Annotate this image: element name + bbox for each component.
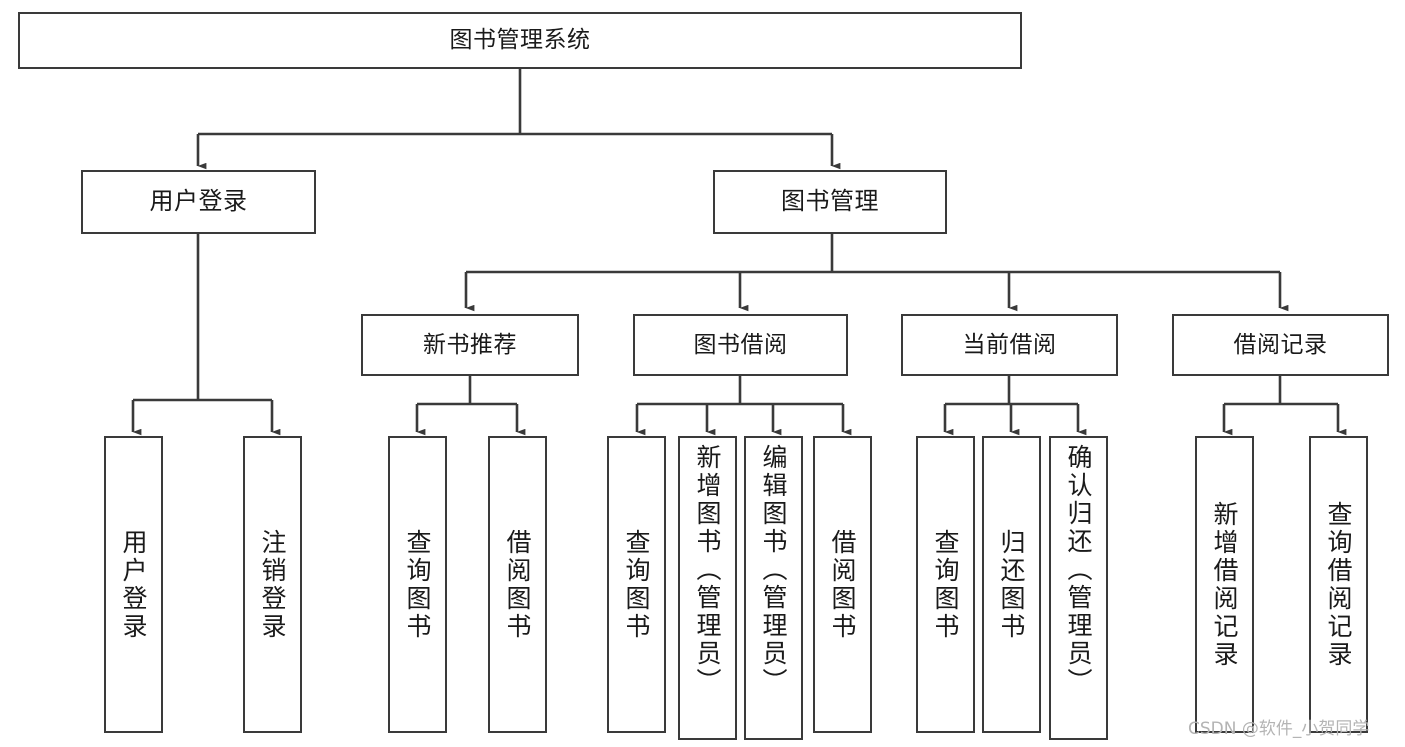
node-label: 用户登录 (119, 528, 148, 641)
node-leaf-bookborrow-add-book-admin[interactable]: 新增图书（管理员） (678, 436, 737, 740)
watermark-text: CSDN @软件_小贺同学 (1188, 719, 1370, 739)
node-leaf-newbook-borrow-book[interactable]: 借阅图书 (488, 436, 547, 733)
node-leaf-user-login-signout[interactable]: 注销登录 (243, 436, 302, 733)
node-label: 当前借阅 (962, 331, 1057, 358)
node-label: 查询图书 (931, 528, 960, 641)
node-root-book-management-system[interactable]: 图书管理系统 (18, 12, 1022, 69)
node-leaf-bookborrow-query-book[interactable]: 查询图书 (607, 436, 666, 733)
node-new-book-recommend[interactable]: 新书推荐 (361, 314, 579, 376)
node-label: 归还图书 (997, 528, 1026, 641)
node-label: 确认归还（管理员） (1064, 444, 1093, 696)
node-label: 查询图书 (622, 528, 651, 641)
node-label: 图书管理 (781, 187, 879, 216)
node-label: 编辑图书（管理员） (759, 444, 788, 696)
node-label: 查询借阅记录 (1324, 500, 1353, 669)
node-label: 图书借阅 (693, 331, 788, 358)
node-leaf-bookborrow-borrow-book[interactable]: 借阅图书 (813, 436, 872, 733)
node-label: 新书推荐 (423, 331, 517, 358)
node-current-borrow[interactable]: 当前借阅 (901, 314, 1118, 376)
node-leaf-borrowrecord-query-record[interactable]: 查询借阅记录 (1309, 436, 1368, 733)
node-label: 借阅图书 (828, 528, 857, 641)
node-label: 借阅图书 (503, 528, 532, 641)
node-leaf-bookborrow-edit-book-admin[interactable]: 编辑图书（管理员） (744, 436, 803, 740)
node-leaf-borrowrecord-add-record[interactable]: 新增借阅记录 (1195, 436, 1254, 733)
node-borrow-record[interactable]: 借阅记录 (1172, 314, 1389, 376)
node-leaf-currentborrow-confirm-return-admin[interactable]: 确认归还（管理员） (1049, 436, 1108, 740)
node-leaf-currentborrow-query-book[interactable]: 查询图书 (916, 436, 975, 733)
node-label: 新增借阅记录 (1210, 500, 1239, 669)
node-label: 查询图书 (403, 528, 432, 641)
node-label: 用户登录 (149, 187, 248, 216)
node-label: 新增图书（管理员） (693, 444, 722, 696)
node-label: 注销登录 (258, 528, 287, 641)
node-book-management[interactable]: 图书管理 (713, 170, 947, 234)
node-user-login[interactable]: 用户登录 (81, 170, 316, 234)
node-leaf-currentborrow-return-book[interactable]: 归还图书 (982, 436, 1041, 733)
node-label: 图书管理系统 (449, 27, 591, 54)
node-book-borrow[interactable]: 图书借阅 (633, 314, 848, 376)
node-label: 借阅记录 (1233, 331, 1328, 358)
node-leaf-user-login-signin[interactable]: 用户登录 (104, 436, 163, 733)
node-leaf-newbook-query-book[interactable]: 查询图书 (388, 436, 447, 733)
